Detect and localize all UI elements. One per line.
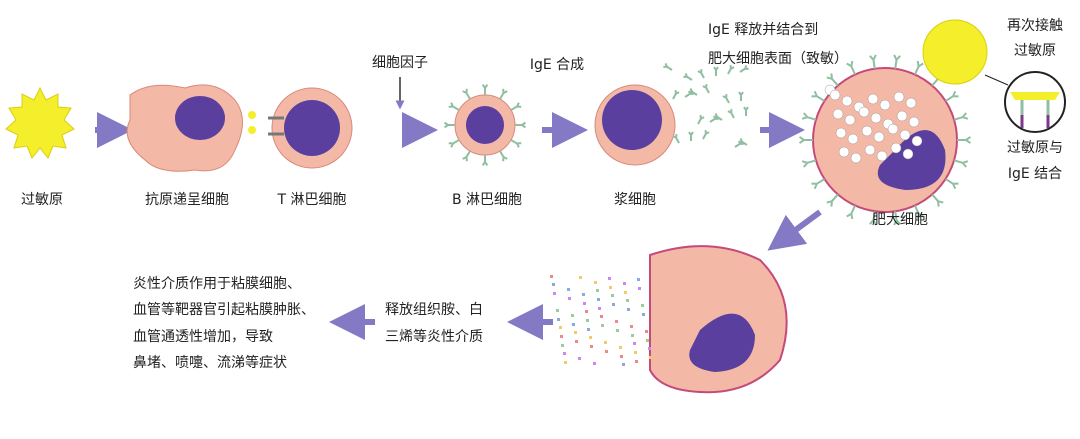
label-apc: 抗原递呈细胞 bbox=[145, 192, 229, 208]
label-effects-3: 血管通透性增加，导致 bbox=[133, 329, 273, 345]
plasma-cell bbox=[594, 84, 676, 166]
antigen-presenting-cell bbox=[126, 84, 256, 172]
allergen-reexposure-icon bbox=[922, 19, 988, 85]
label-mediators-2: 三烯等炎性介质 bbox=[385, 329, 483, 345]
label-binding-2: IgE 结合 bbox=[1007, 166, 1063, 182]
label-ige-release-2: 肥大细胞表面（致敏） bbox=[708, 51, 848, 67]
label-ige-release-1: IgE 释放并结合到 bbox=[708, 22, 819, 38]
label-effects-2: 血管等靶器官引起粘膜肿胀、 bbox=[133, 302, 315, 318]
label-binding-1: 过敏原与 bbox=[1007, 140, 1063, 156]
b-cell bbox=[443, 83, 527, 167]
mast-cell bbox=[798, 54, 972, 226]
free-ige-antibodies bbox=[663, 63, 749, 148]
label-mast-cell: 肥大细胞 bbox=[872, 212, 928, 228]
label-b-cell: B 淋巴细胞 bbox=[451, 192, 523, 208]
t-cell bbox=[268, 87, 353, 169]
process-arrows bbox=[95, 112, 822, 340]
label-plasma-cell: 浆细胞 bbox=[614, 192, 656, 208]
label-allergen: 过敏原 bbox=[21, 192, 63, 208]
binding-inset bbox=[984, 71, 1066, 133]
label-cytokine: 细胞因子 bbox=[372, 55, 428, 71]
allergen-icon bbox=[5, 86, 75, 159]
label-mediators-1: 释放组织胺、白 bbox=[385, 302, 483, 318]
label-ige-synthesis: IgE 合成 bbox=[529, 57, 585, 73]
label-effects-4: 鼻堵、喷嚏、流涕等症状 bbox=[133, 355, 287, 371]
degranulating-mast-cell bbox=[550, 245, 788, 394]
label-reexposure-2: 过敏原 bbox=[1014, 43, 1056, 59]
label-effects-1: 炎性介质作用于粘膜细胞、 bbox=[133, 276, 301, 292]
label-reexposure-1: 再次接触 bbox=[1007, 18, 1063, 34]
label-t-cell: T 淋巴细胞 bbox=[277, 192, 347, 208]
